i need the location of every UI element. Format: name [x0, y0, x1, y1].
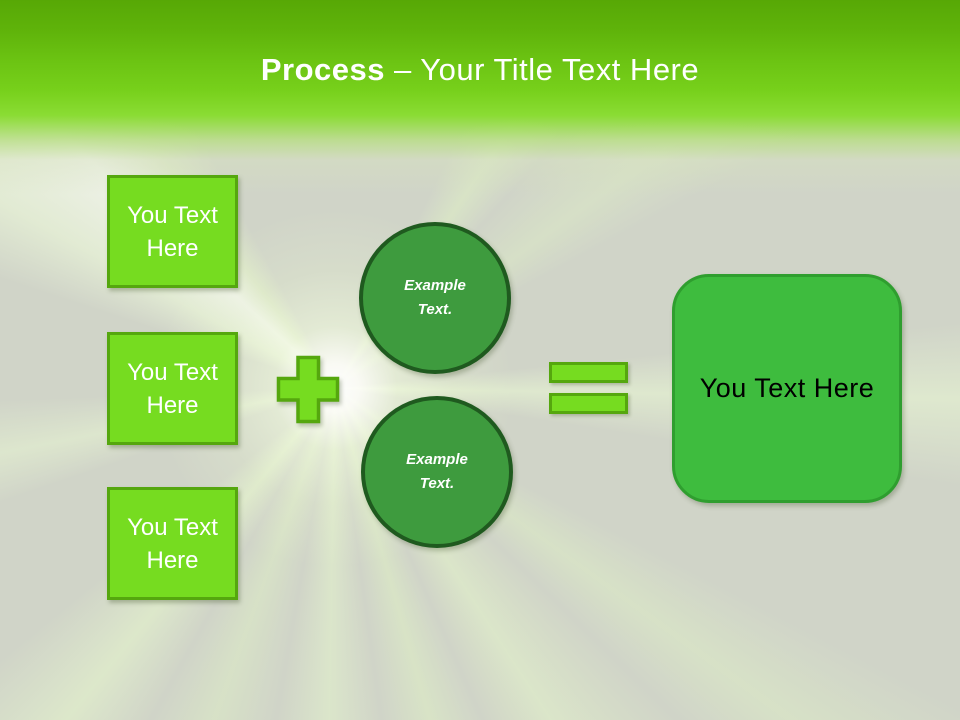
example-circle-2: Example Text. — [361, 396, 513, 548]
input-box-1-label: You Text Here — [127, 201, 218, 262]
example-circle-2-label: Example Text. — [406, 451, 468, 492]
title-band: Process– Your Title Text Here — [0, 0, 960, 200]
example-circle-1: Example Text. — [359, 222, 511, 374]
input-box-2-label: You Text Here — [127, 358, 218, 419]
equals-bar-bottom — [549, 393, 628, 414]
title-keyword: Process — [260, 52, 386, 87]
input-box-2: You Text Here — [107, 332, 238, 445]
result-box: You Text Here — [672, 274, 902, 503]
equals-bar-top — [549, 362, 628, 383]
example-circle-1-label: Example Text. — [404, 277, 466, 318]
result-box-label: You Text Here — [699, 373, 875, 403]
input-box-1: You Text Here — [107, 175, 238, 288]
plus-icon — [276, 355, 340, 424]
input-box-3-label: You Text Here — [127, 513, 218, 574]
slide-title: Process– Your Title Text Here — [0, 52, 960, 88]
title-subtitle: – Your Title Text Here — [394, 52, 700, 87]
input-box-3: You Text Here — [107, 487, 238, 600]
